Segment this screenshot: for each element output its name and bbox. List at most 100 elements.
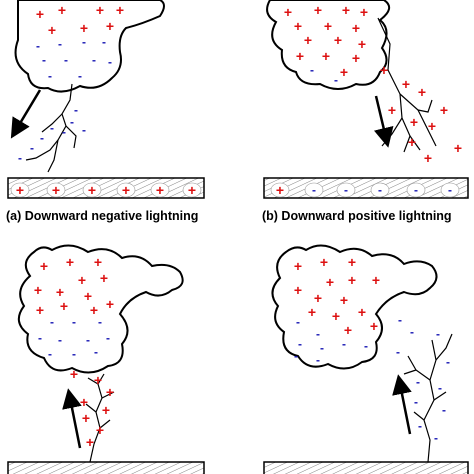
negative-charge-symbol: - (58, 37, 62, 51)
positive-charge-symbol: + (36, 302, 44, 318)
positive-charge-symbol: + (84, 288, 92, 304)
positive-charge-symbol: + (48, 22, 56, 38)
negative-charge-symbol: - (64, 53, 68, 67)
negative-charge-symbol: - (102, 35, 106, 49)
negative-charge-symbol: - (50, 315, 54, 329)
positive-charge-symbol: + (94, 254, 102, 270)
negative-charge-symbol: - (94, 345, 98, 359)
negative-charge-symbol: - (48, 347, 52, 361)
positive-charge-symbol: + (380, 62, 388, 78)
positive-charge-symbol: + (440, 102, 448, 118)
positive-charge-symbol: + (36, 6, 44, 22)
positive-charge-symbol: + (56, 284, 64, 300)
negative-charge-symbol: - (40, 131, 44, 145)
positive-charge-symbol: + (322, 48, 330, 64)
negative-charge-symbol: - (414, 395, 418, 409)
positive-charge-symbol: + (70, 366, 78, 382)
positive-charge-symbol: + (340, 64, 348, 80)
positive-charge-symbol: + (94, 372, 102, 388)
negative-charge-symbol: - (320, 341, 324, 355)
ground-charge-site (82, 182, 102, 198)
positive-charge-symbol: + (86, 434, 94, 450)
positive-charge-symbol: + (188, 182, 196, 198)
panel-c (17, 244, 184, 374)
negative-charge-symbol: - (42, 53, 46, 67)
positive-charge-symbol: + (324, 18, 332, 34)
leader-d (403, 333, 453, 463)
positive-charge-symbol: + (332, 308, 340, 324)
positive-charge-symbol: + (80, 394, 88, 410)
positive-charge-symbol: + (428, 118, 436, 134)
negative-charge-symbol: - (416, 375, 420, 389)
positive-charge-symbol: + (308, 304, 316, 320)
negative-charge-symbol: - (58, 333, 62, 347)
negative-charge-symbol: - (108, 55, 112, 69)
negative-charge-symbol: - (396, 345, 400, 359)
charge-symbols: +++++++------------------+++++++++++++++… (10, 2, 462, 450)
positive-charge-symbol: + (80, 20, 88, 36)
positive-charge-symbol: + (66, 254, 74, 270)
negative-charge-symbol: - (364, 339, 368, 353)
arrow-c (62, 388, 82, 449)
positive-charge-symbol: + (106, 296, 114, 312)
positive-charge-symbol: + (320, 254, 328, 270)
positive-charge-symbol: + (424, 150, 432, 166)
negative-charge-symbol: - (378, 183, 382, 197)
positive-charge-symbol: + (16, 182, 24, 198)
ground-a (7, 177, 205, 199)
positive-charge-symbol: + (314, 290, 322, 306)
ground-charge-site (406, 182, 426, 198)
positive-charge-symbol: + (344, 322, 352, 338)
positive-charge-symbol: + (156, 182, 164, 198)
ground-charge-site (336, 182, 356, 198)
negative-charge-symbol: - (30, 141, 34, 155)
positive-charge-symbol: + (352, 50, 360, 66)
positive-charge-symbol: + (60, 298, 68, 314)
negative-charge-symbol: - (74, 103, 78, 117)
arrow-a (10, 89, 42, 139)
ground-charge-site (150, 182, 170, 198)
positive-charge-symbol: + (402, 76, 410, 92)
negative-charge-symbol: - (438, 381, 442, 395)
arrow-b (373, 95, 394, 148)
positive-charge-symbol: + (284, 4, 292, 20)
positive-charge-symbol: + (314, 2, 322, 18)
positive-charge-symbol: + (340, 292, 348, 308)
ground-charge-site (370, 182, 390, 198)
cloud-d (271, 244, 438, 370)
negative-charge-symbol: - (446, 355, 450, 369)
ground-d (263, 461, 469, 474)
positive-charge-symbol: + (388, 102, 396, 118)
positive-charge-symbol: + (122, 182, 130, 198)
caption-a: (a) Downward negative lightning (6, 209, 198, 223)
positive-charge-symbol: + (410, 114, 418, 130)
positive-charge-symbol: + (408, 134, 416, 150)
ground-charge-site (304, 182, 324, 198)
negative-charge-symbol: - (18, 151, 22, 165)
panel-a (14, 0, 165, 93)
positive-charge-symbol: + (88, 182, 96, 198)
positive-charge-symbol: + (418, 84, 426, 100)
ground-charge-site (440, 182, 460, 198)
negative-charge-symbol: - (316, 327, 320, 341)
ground-charge-site (46, 182, 66, 198)
negative-charge-symbol: - (36, 39, 40, 53)
positive-charge-symbol: + (342, 2, 350, 18)
positive-charge-symbol: + (348, 254, 356, 270)
caption-b: (b) Downward positive lightning (262, 209, 452, 223)
positive-charge-symbol: + (352, 20, 360, 36)
negative-charge-symbol: - (70, 115, 74, 129)
positive-charge-symbol: + (96, 422, 104, 438)
positive-charge-symbol: + (100, 270, 108, 286)
cloud-b (266, 0, 391, 90)
negative-charge-symbol: - (82, 123, 86, 137)
positive-charge-symbol: + (294, 282, 302, 298)
positive-charge-symbol: + (106, 384, 114, 400)
positive-charge-symbol: + (296, 48, 304, 64)
positive-charge-symbol: + (276, 182, 284, 198)
negative-charge-symbol: - (50, 121, 54, 135)
leader-a (25, 83, 77, 173)
negative-charge-symbol: - (436, 327, 440, 341)
negative-charge-symbol: - (316, 353, 320, 367)
negative-charge-symbol: - (298, 337, 302, 351)
